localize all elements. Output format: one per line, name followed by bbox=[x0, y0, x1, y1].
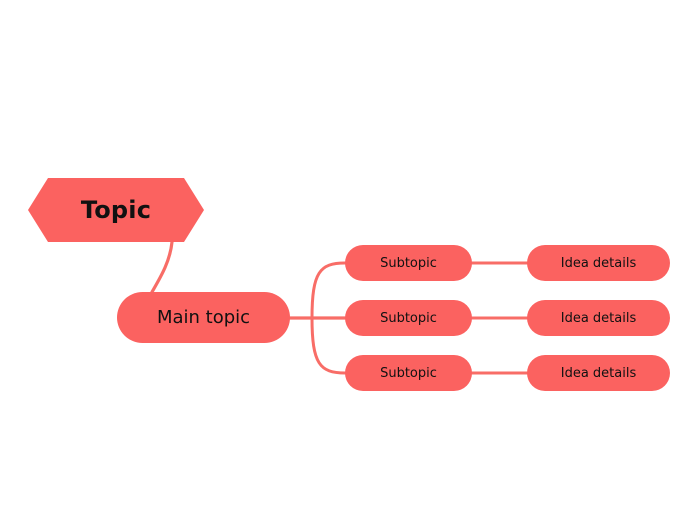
node-subtopic-label: Subtopic bbox=[380, 365, 437, 381]
node-subtopic-label: Subtopic bbox=[380, 310, 437, 326]
edge-trunk-to-sub-2 bbox=[310, 316, 347, 375]
hexagon-shape bbox=[28, 178, 204, 242]
node-subtopic-label: Subtopic bbox=[380, 255, 437, 271]
node-root-label: Topic bbox=[80, 196, 152, 224]
node-subtopic-1[interactable]: Subtopic bbox=[345, 245, 472, 281]
node-main-topic[interactable]: Main topic bbox=[117, 292, 290, 343]
node-idea-details-2[interactable]: Idea details bbox=[527, 300, 670, 336]
node-subtopic-3[interactable]: Subtopic bbox=[345, 355, 472, 391]
node-root-topic[interactable]: Topic bbox=[28, 178, 204, 242]
edge-trunk-to-sub-0 bbox=[310, 261, 347, 320]
edge-root-to-main bbox=[150, 240, 174, 294]
node-idea-details-label: Idea details bbox=[560, 255, 637, 271]
node-subtopic-2[interactable]: Subtopic bbox=[345, 300, 472, 336]
node-idea-details-label: Idea details bbox=[560, 365, 637, 381]
node-main-label: Main topic bbox=[156, 307, 251, 328]
node-idea-details-label: Idea details bbox=[560, 310, 637, 326]
node-idea-details-3[interactable]: Idea details bbox=[527, 355, 670, 391]
node-idea-details-1[interactable]: Idea details bbox=[527, 245, 670, 281]
